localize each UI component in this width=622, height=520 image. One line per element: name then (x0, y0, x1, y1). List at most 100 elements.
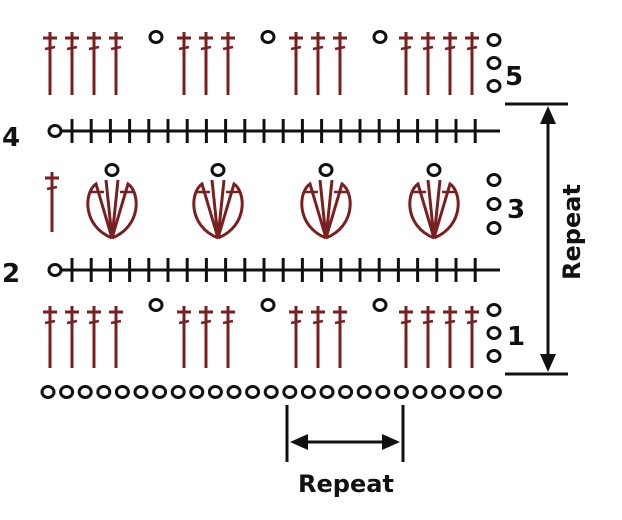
foundation-chain (40, 385, 502, 399)
dc-slash (88, 45, 100, 51)
chain-stitch (152, 385, 168, 399)
chain-stitch (393, 385, 409, 399)
dc-slash (422, 319, 434, 325)
arrow-up-icon (540, 106, 556, 124)
chain-stitch (189, 385, 205, 399)
dc-slash (312, 319, 324, 325)
chain-stitch (210, 163, 226, 177)
row-number-2: 2 (2, 259, 20, 289)
chain-stitch (431, 385, 447, 399)
arrow-down-icon (540, 354, 556, 372)
tulip-inner-right (216, 179, 226, 239)
dc-slash (200, 319, 212, 325)
row-number-3: 3 (507, 195, 525, 225)
chain-stitch (486, 326, 502, 340)
double-crochet (177, 32, 191, 95)
stitch-rows (40, 30, 502, 399)
repeat-vertical-label: Repeat (558, 184, 586, 280)
tulip-petal-left (300, 181, 328, 240)
dc-slash (46, 185, 58, 191)
chain-stitch (133, 385, 149, 399)
tulip-petal-right (324, 181, 352, 240)
chain-stitch (59, 385, 75, 399)
dc-slash (44, 45, 56, 51)
chain-stitch (104, 163, 120, 177)
double-crochet (65, 32, 79, 95)
chain-stitch (260, 298, 276, 312)
double-crochet (289, 306, 303, 368)
double-crochet (109, 306, 123, 368)
chain-stitch (486, 79, 502, 93)
dc-slash (444, 319, 456, 325)
row-5 (43, 30, 502, 95)
double-crochet (221, 306, 235, 368)
tulip-petal-left (192, 181, 220, 240)
dc-slash (290, 45, 302, 51)
chain-stitch (148, 30, 164, 44)
chain-stitch (372, 30, 388, 44)
double-crochet (333, 32, 347, 95)
dc-slash (44, 319, 56, 325)
chain-stitch (263, 385, 279, 399)
double-crochet (465, 306, 479, 368)
dc-slash (66, 319, 78, 325)
chain-stitch (486, 349, 502, 363)
chain-stitch (486, 33, 502, 47)
double-crochet (443, 306, 457, 368)
dc-slash (400, 45, 412, 51)
dc-slash (110, 45, 122, 51)
double-crochet (399, 306, 413, 368)
tulip-inner-right (432, 179, 442, 239)
chain-stitch (260, 30, 276, 44)
chain-stitch (372, 298, 388, 312)
chain-stitch (486, 221, 502, 235)
chain-stitch (282, 385, 298, 399)
tulip-cluster (192, 163, 244, 240)
chain-stitch (486, 303, 502, 317)
chain-stitch (40, 385, 56, 399)
chain-stitch (468, 385, 484, 399)
row-3 (45, 163, 502, 240)
row-1 (43, 298, 502, 368)
row-4 (47, 119, 500, 143)
double-crochet (109, 32, 123, 95)
double-crochet (333, 306, 347, 368)
tulip-cluster (86, 163, 138, 240)
chain-stitch (486, 56, 502, 70)
single-crochet-row (47, 258, 500, 282)
turning-chain (47, 124, 63, 138)
tulip-inner-left (210, 179, 220, 239)
chain-stitch (375, 385, 391, 399)
dc-slash (222, 319, 234, 325)
double-crochet (45, 172, 59, 232)
double-crochet (65, 306, 79, 368)
row-number-5: 5 (505, 62, 523, 92)
double-crochet (87, 306, 101, 368)
chain-stitch (226, 385, 242, 399)
dc-slash (222, 45, 234, 51)
double-crochet (43, 306, 57, 368)
tulip-cluster (408, 163, 460, 240)
double-crochet (221, 32, 235, 95)
chain-stitch (486, 173, 502, 187)
dc-slash (334, 319, 346, 325)
chain-stitch (412, 385, 428, 399)
dc-slash (66, 45, 78, 51)
dc-slash (178, 45, 190, 51)
double-crochet (199, 306, 213, 368)
double-crochet (177, 306, 191, 368)
dc-slash (466, 45, 478, 51)
dc-slash (466, 319, 478, 325)
chain-stitch (245, 385, 261, 399)
dc-slash (178, 319, 190, 325)
double-crochet (43, 32, 57, 95)
chain-stitch (96, 385, 112, 399)
double-crochet (443, 32, 457, 95)
chain-stitch (300, 385, 316, 399)
chain-stitch (356, 385, 372, 399)
row-number-4: 4 (2, 123, 20, 153)
double-crochet (87, 32, 101, 95)
dc-slash (312, 45, 324, 51)
tulip-cluster (300, 163, 352, 240)
